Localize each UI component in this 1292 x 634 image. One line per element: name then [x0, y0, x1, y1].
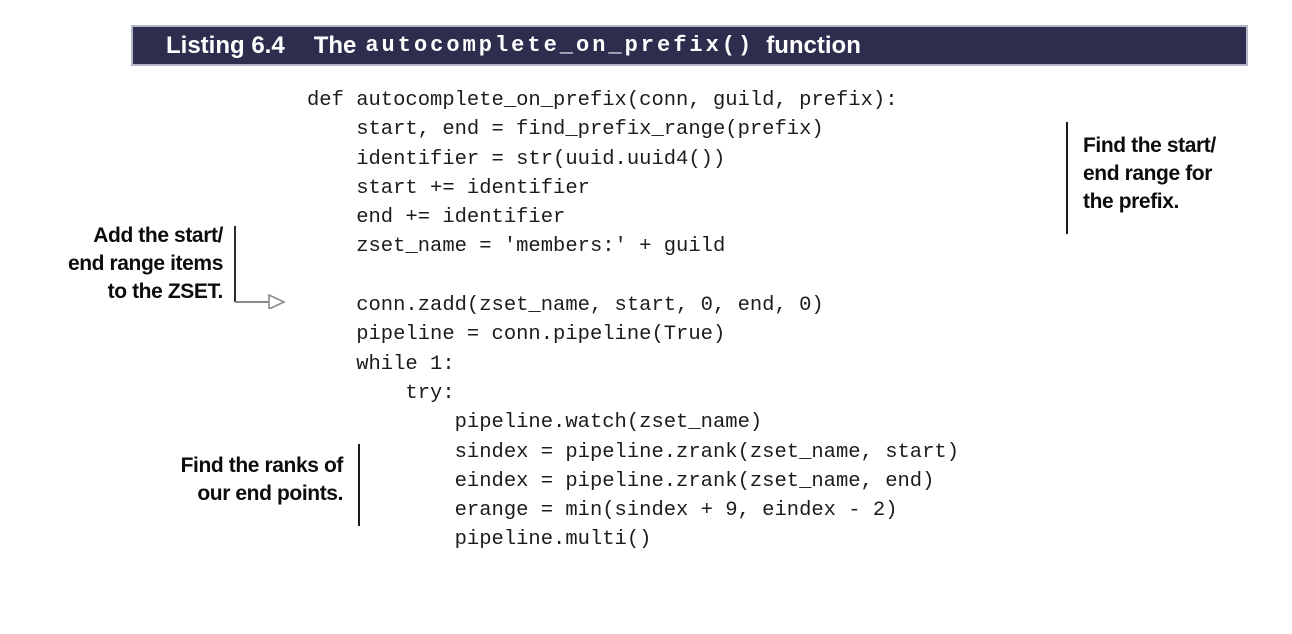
- callout-add-range-line1: Add the start/: [93, 224, 223, 247]
- callout-find-ranks-line1: Find the ranks of: [180, 454, 344, 477]
- listing-header-bar: Listing 6.4 The autocomplete_on_prefix()…: [131, 25, 1248, 66]
- arrowhead-icon: [268, 293, 286, 309]
- callout-add-range-line2: end range items: [67, 252, 223, 275]
- callout-find-range-line3: the prefix.: [1083, 190, 1179, 213]
- listing-title-prefix: The: [313, 31, 357, 59]
- code-listing: def autocomplete_on_prefix(conn, guild, …: [307, 89, 960, 552]
- callout-elbow-arrow: [234, 226, 286, 309]
- callout-add-range: Add the start/ end range items to the ZS…: [20, 222, 223, 306]
- listing-number-label: Listing 6.4: [166, 31, 285, 59]
- callout-find-range-line1: Find the start/: [1083, 134, 1216, 157]
- callout-add-range-line3: to the ZSET.: [107, 280, 224, 303]
- callout-find-range-line2: end range for: [1083, 162, 1212, 185]
- callout-find-ranks-line2: our end points.: [197, 482, 343, 505]
- callout-find-range-rule: [1066, 122, 1068, 234]
- callout-find-ranks-rule: [358, 444, 360, 526]
- listing-title-suffix: function: [766, 31, 861, 59]
- listing-title-function-name: autocomplete_on_prefix(): [365, 33, 755, 58]
- callout-find-range: Find the start/ end range for the prefix…: [1083, 132, 1283, 216]
- callout-find-ranks: Find the ranks of our end points.: [118, 452, 344, 508]
